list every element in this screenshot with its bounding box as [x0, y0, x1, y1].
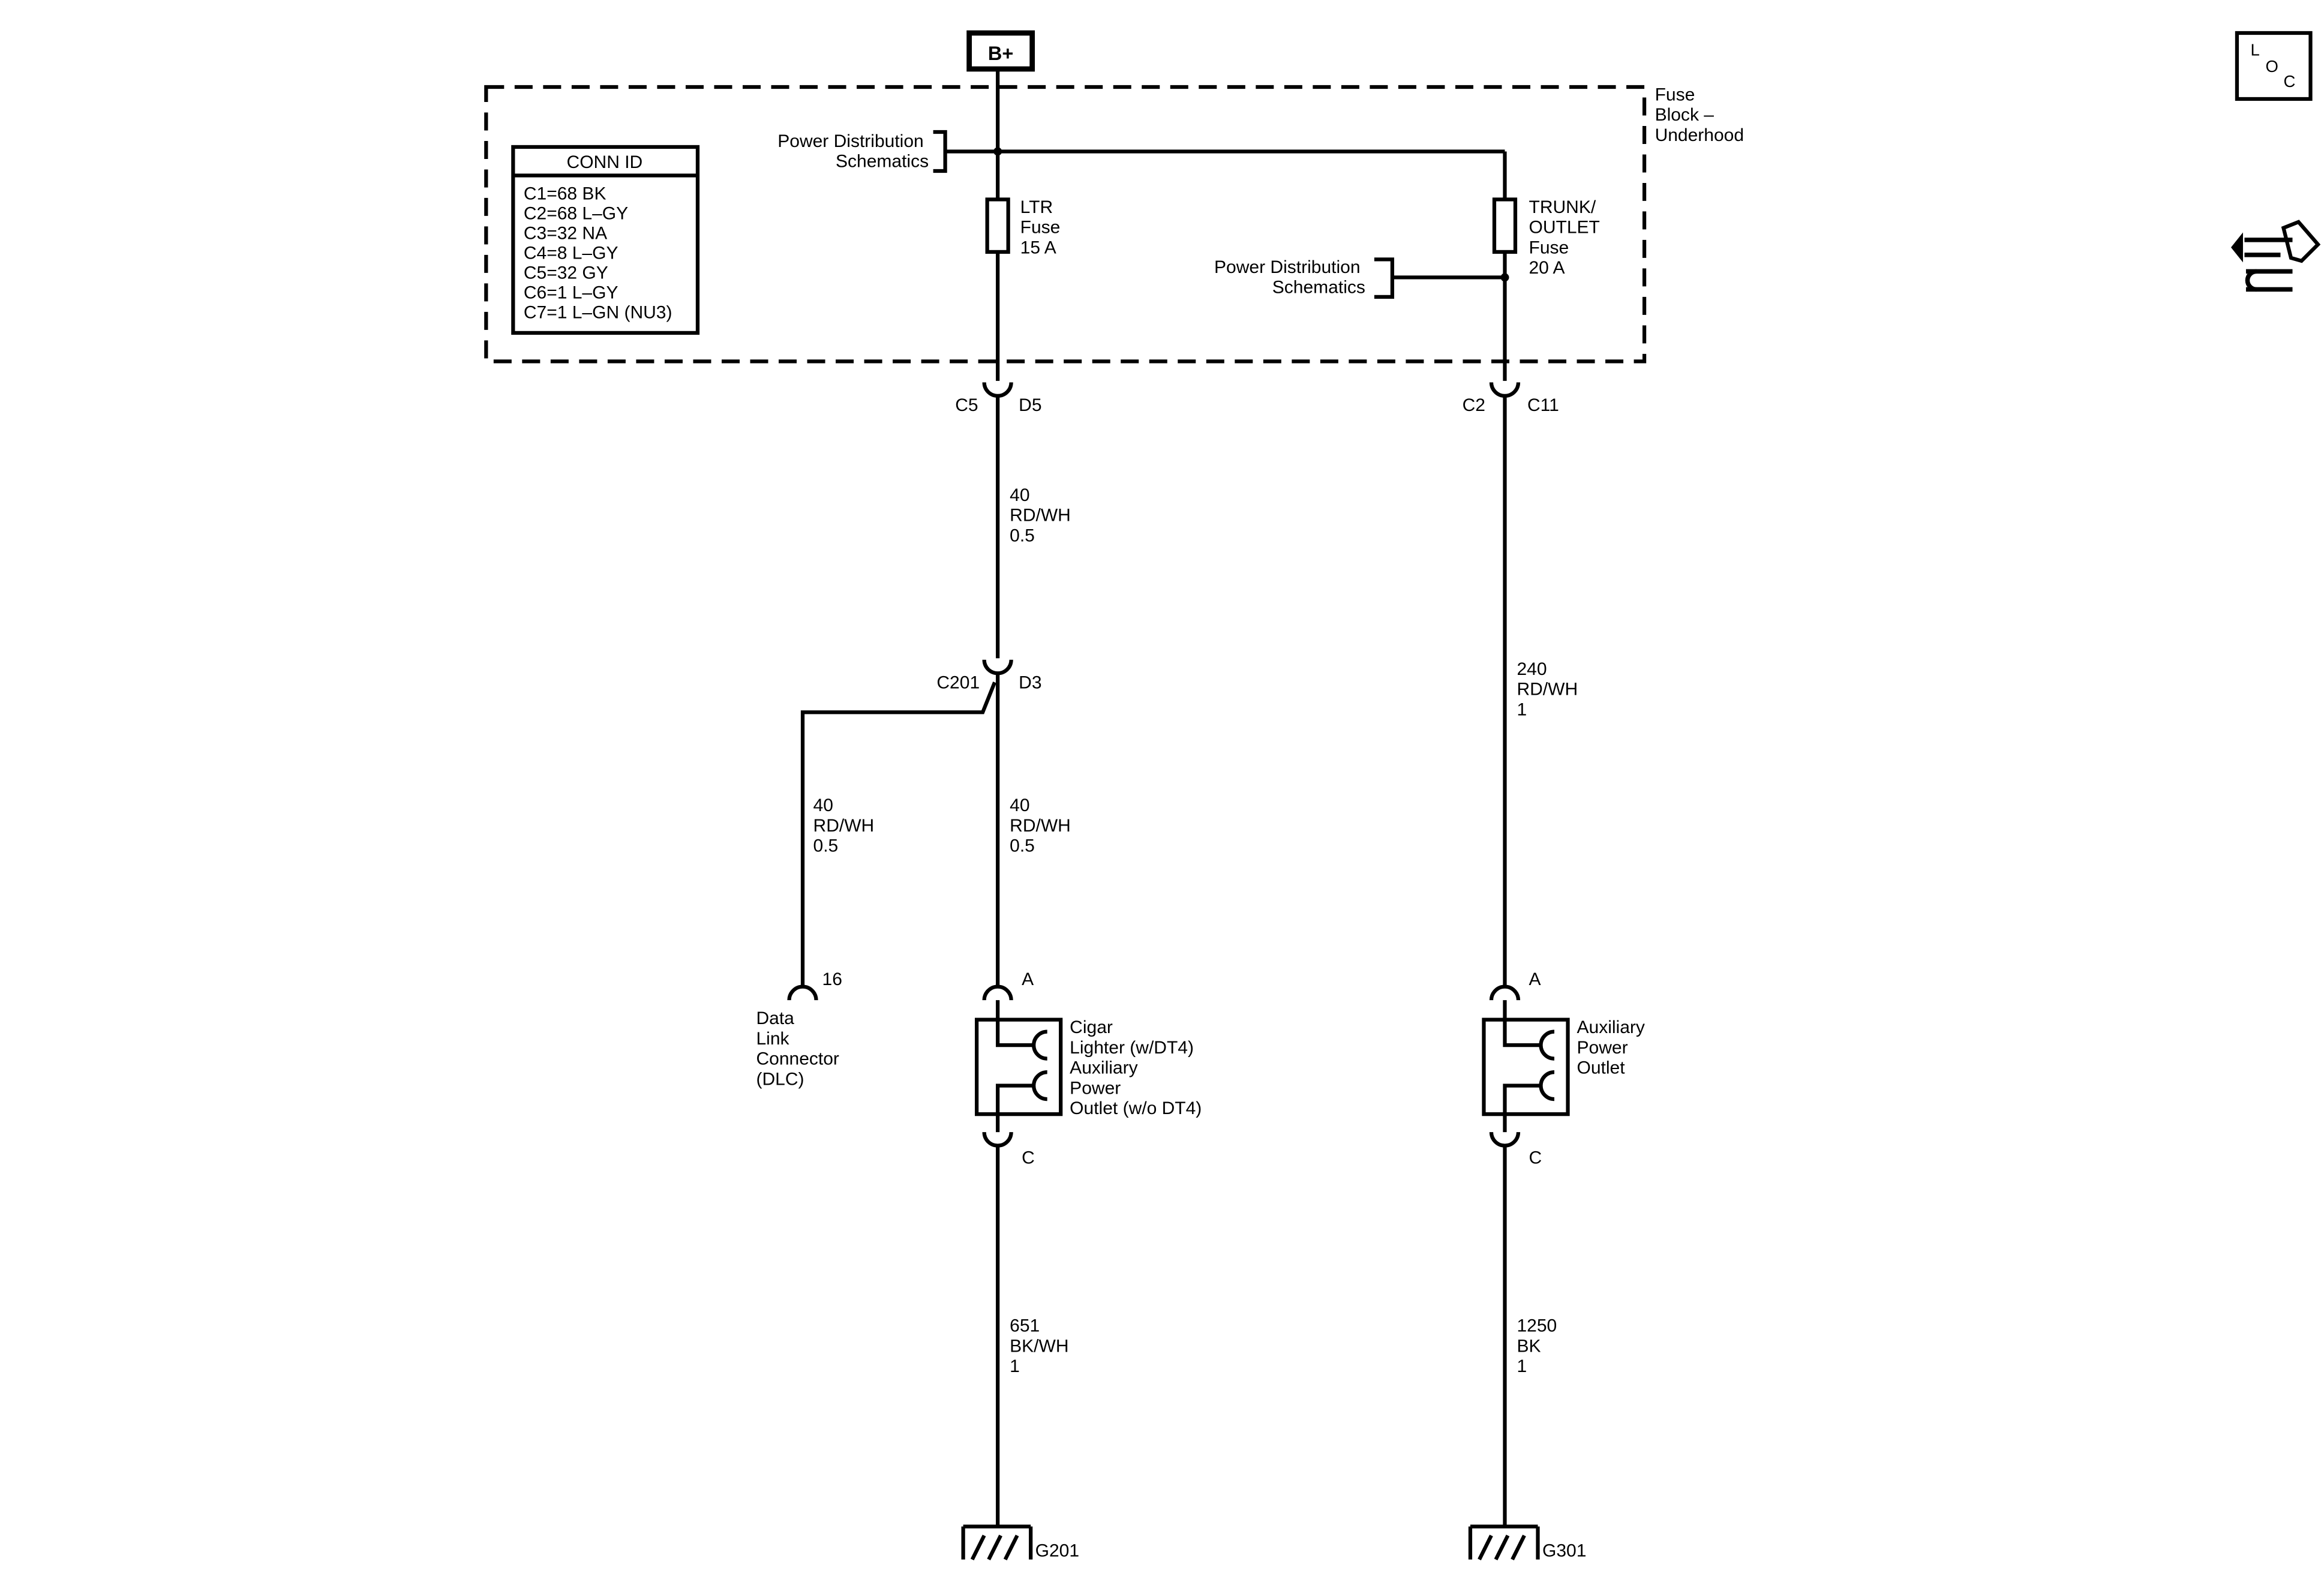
cigar-pin-c	[982, 1131, 1013, 1148]
dlc-pin-16	[787, 984, 818, 1001]
pin-c11-label: C11	[1527, 395, 1559, 415]
pin-c5-label: C5	[955, 395, 978, 415]
ltr-fuse	[985, 197, 1010, 254]
splice-dot-top	[993, 147, 1002, 156]
bplus-label: B+	[988, 43, 1013, 64]
pin-d3-label: D3	[1019, 673, 1041, 692]
pin-cigar-a-label: A	[1022, 969, 1034, 989]
dlc-branch-wire	[800, 682, 997, 987]
cigar-lighter-box	[975, 1017, 1063, 1116]
wire-label-ltr-2: 40 RD/WH 0.5	[1010, 795, 1076, 855]
connector-c2-c11	[1489, 382, 1521, 398]
wiring-connector-icon[interactable]	[2230, 220, 2321, 292]
cigar-component-label: Cigar Lighter (w/DT4) Auxiliary Power Ou…	[1070, 1017, 1202, 1118]
aux-component-label: Auxiliary Power Outlet	[1577, 1017, 1650, 1077]
wire-label-ground-left: 651 BK/WH 1	[1010, 1316, 1074, 1376]
pin-d5-label: D5	[1019, 395, 1041, 415]
wire-label-dlc: 40 RD/WH 0.5	[813, 795, 879, 855]
ground-g201-symbol	[961, 1524, 1033, 1560]
pin-dlc-16-label: 16	[822, 969, 842, 989]
dlc-component-label: Data Link Connector (DLC)	[756, 1008, 844, 1089]
fuse-block-outline	[484, 85, 1647, 364]
bplus-box	[966, 30, 1035, 72]
cigar-contact-1	[996, 1019, 1035, 1047]
power-dist-label-mid: Power Distribution Schematics	[1214, 257, 1365, 298]
ground-g301-symbol	[1468, 1524, 1540, 1560]
power-dist-bracket-top	[933, 130, 947, 173]
aux-outlet-box	[1482, 1017, 1570, 1116]
loc-icon[interactable]	[2235, 31, 2313, 101]
cigar-pin-a	[982, 984, 1013, 1001]
power-dist-bracket-mid	[1374, 257, 1395, 299]
loc-letter-l: L	[2250, 40, 2259, 59]
trunk-fuse-label: TRUNK/ OUTLET Fuse 20 A	[1529, 197, 1605, 278]
loc-letter-c: C	[2283, 72, 2295, 91]
ltr-fuse-label: LTR Fuse 15 A	[1020, 197, 1065, 257]
pin-cigar-c-label: C	[1022, 1148, 1035, 1168]
ground-g301-label: G301	[1542, 1541, 1586, 1561]
conn-id-rows: C1=68 BK C2=68 L–GY C3=32 NA C4=8 L–GY C…	[524, 184, 672, 322]
connector-c5-d5	[982, 382, 1013, 398]
pin-aux-a-label: A	[1529, 969, 1541, 989]
loc-letter-o: O	[2265, 57, 2278, 76]
pin-aux-c-label: C	[1529, 1148, 1542, 1168]
wire-label-ground-right: 1250 BK 1	[1517, 1316, 1562, 1376]
aux-pin-c	[1489, 1131, 1521, 1148]
power-dist-label-top: Power Distribution Schematics	[777, 131, 929, 172]
conn-id-title: CONN ID	[567, 152, 643, 172]
splice-dot-mid	[1500, 273, 1509, 282]
trunk-fuse	[1492, 197, 1518, 254]
pin-c201-label: C201	[936, 673, 980, 692]
aux-contact-1	[1503, 1019, 1542, 1047]
wire-label-ltr-1: 40 RD/WH 0.5	[1010, 485, 1076, 545]
aux-contact-2	[1503, 1083, 1542, 1115]
conn-id-table	[511, 145, 700, 335]
fuse-block-title: Fuse Block – Underhood	[1655, 85, 1744, 145]
wire-label-trunk: 240 RD/WH 1	[1517, 659, 1583, 719]
pin-c2-label: C2	[1463, 395, 1485, 415]
connector-c201-d3	[982, 659, 1013, 676]
aux-pin-a	[1489, 984, 1521, 1001]
ground-g201-label: G201	[1035, 1541, 1079, 1561]
cigar-contact-2	[996, 1083, 1035, 1115]
